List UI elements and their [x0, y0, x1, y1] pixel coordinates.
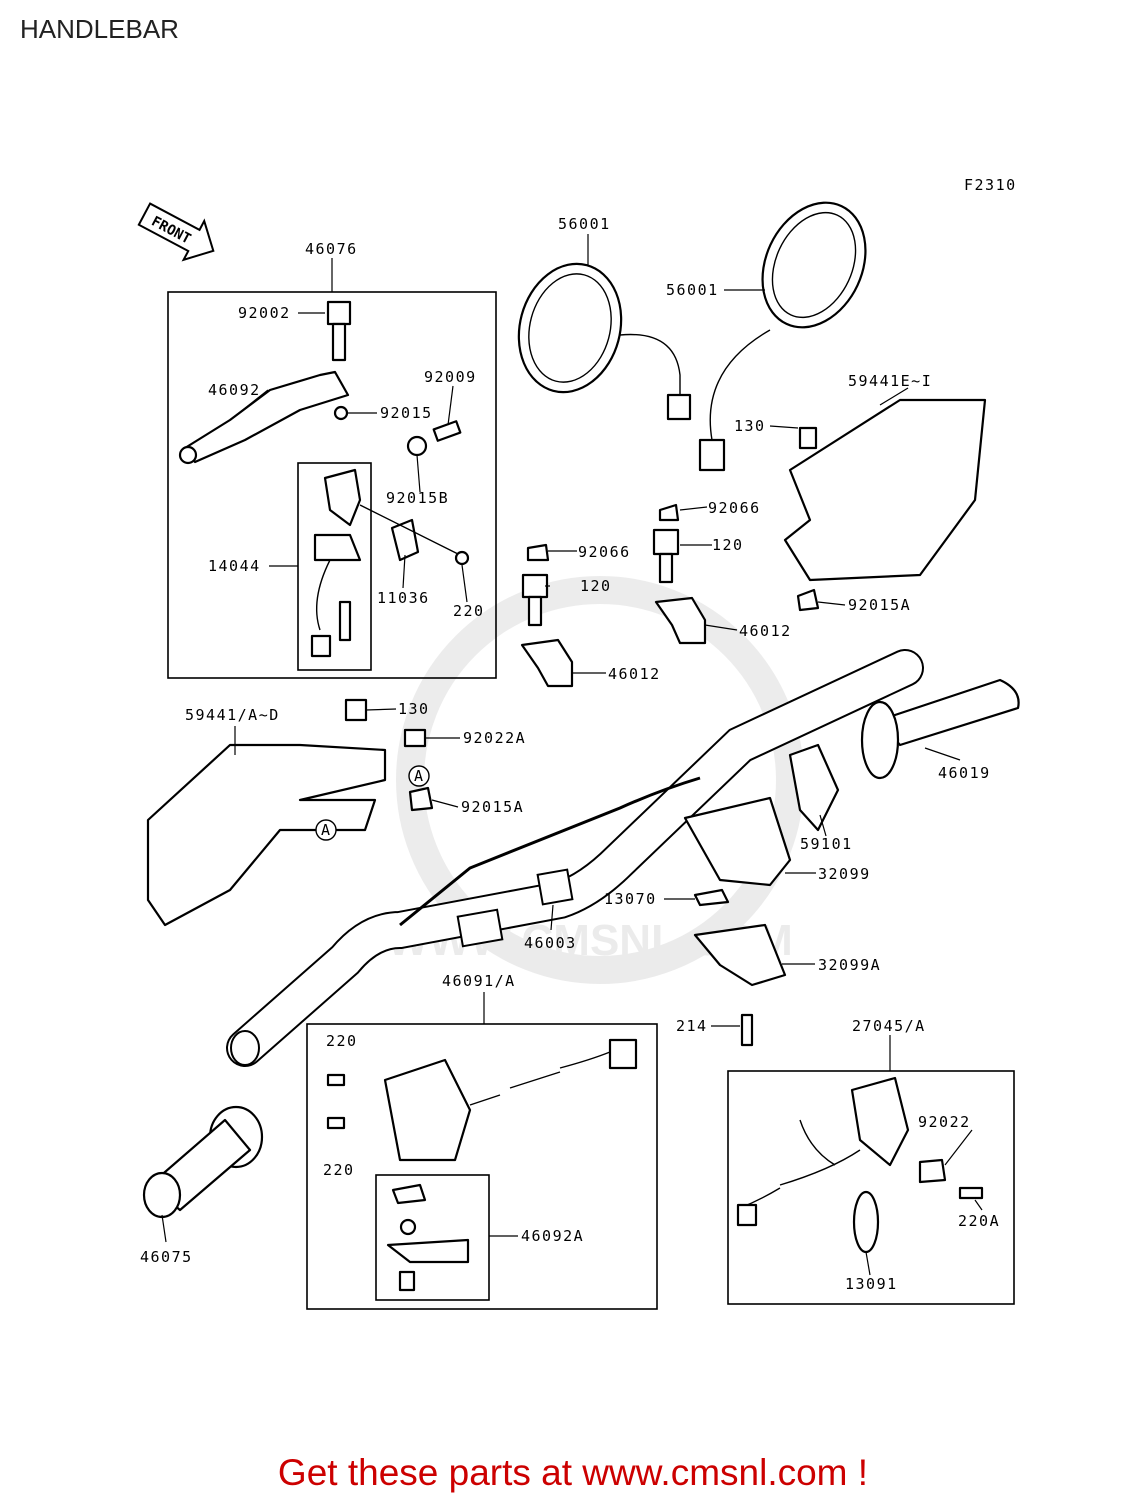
callout-a-label: A [321, 821, 332, 839]
clamps-and-bolts [344, 426, 820, 812]
part-label: 59441E~I [848, 372, 932, 390]
part-label: 32099 [818, 865, 871, 883]
promo-link[interactable]: Get these parts at www.cmsnl.com ! [277, 1452, 869, 1493]
front-arrow-icon: FRONT [137, 202, 215, 262]
page-title: HANDLEBAR [20, 14, 179, 44]
part-label: 46076 [305, 240, 358, 258]
part-label: 56001 [558, 215, 611, 233]
part-label: 46012 [608, 665, 661, 683]
part-label: 120 [712, 536, 744, 554]
part-label: 46091/A [442, 972, 516, 990]
part-label: 46012 [739, 622, 792, 640]
part-label: 92002 [238, 304, 291, 322]
part-label: 32099A [818, 956, 881, 974]
clutch-lever [178, 300, 462, 465]
part-label: 214 [676, 1017, 708, 1035]
box-46092A [375, 1174, 490, 1301]
callout-a-upper: A [408, 765, 430, 787]
handlebar-tube [226, 649, 924, 1067]
mirror-left [517, 262, 692, 421]
part-label: 220 [326, 1032, 358, 1050]
mirror-right [698, 201, 867, 472]
part-label: 46092A [521, 1227, 584, 1245]
handguard-right [783, 398, 987, 582]
part-label: 92015A [848, 596, 911, 614]
part-label: 14044 [208, 557, 261, 575]
part-label: 13091 [845, 1275, 898, 1293]
part-label: 220 [453, 602, 485, 620]
left-switch-46091 [326, 1038, 638, 1292]
box-27045 [727, 1070, 1015, 1305]
left-grip [142, 1105, 264, 1219]
part-label: 11036 [377, 589, 430, 607]
part-label: 92015B [386, 489, 449, 507]
part-label: 92009 [424, 368, 477, 386]
callout-a-lower: A [315, 819, 337, 841]
handlebar-exploded-diagram: WWW.CMSNL.COM F2310 FRONT [137, 176, 1020, 1310]
box-46091 [306, 1023, 658, 1310]
part-label: 120 [580, 577, 612, 595]
part-label: 92022A [463, 729, 526, 747]
throttle-assembly [683, 678, 1020, 1047]
part-label: 130 [398, 700, 430, 718]
handguard-left [146, 743, 387, 927]
part-label: 46075 [140, 1248, 193, 1266]
part-label: 59101 [800, 835, 853, 853]
figure-code: F2310 [964, 176, 1017, 194]
part-label: 130 [734, 417, 766, 435]
part-label: 56001 [666, 281, 719, 299]
part-label: 92066 [578, 543, 631, 561]
part-label: 27045/A [852, 1017, 926, 1035]
part-label: 46003 [524, 934, 577, 952]
part-label: 13070 [604, 890, 657, 908]
part-label: 46092 [208, 381, 261, 399]
part-label: 220 [323, 1161, 355, 1179]
clutch-switch-14044 [310, 468, 470, 658]
leader-lines [161, 234, 983, 1276]
part-label: 92015 [380, 404, 433, 422]
part-label: 92022 [918, 1113, 971, 1131]
part-label: 92015A [461, 798, 524, 816]
callout-a-label: A [414, 767, 425, 785]
starter-switch-27045 [736, 1076, 984, 1254]
part-label: 92066 [708, 499, 761, 517]
part-label: 59441/A~D [185, 706, 280, 724]
part-label: 220A [958, 1212, 1000, 1230]
part-label: 46019 [938, 764, 991, 782]
